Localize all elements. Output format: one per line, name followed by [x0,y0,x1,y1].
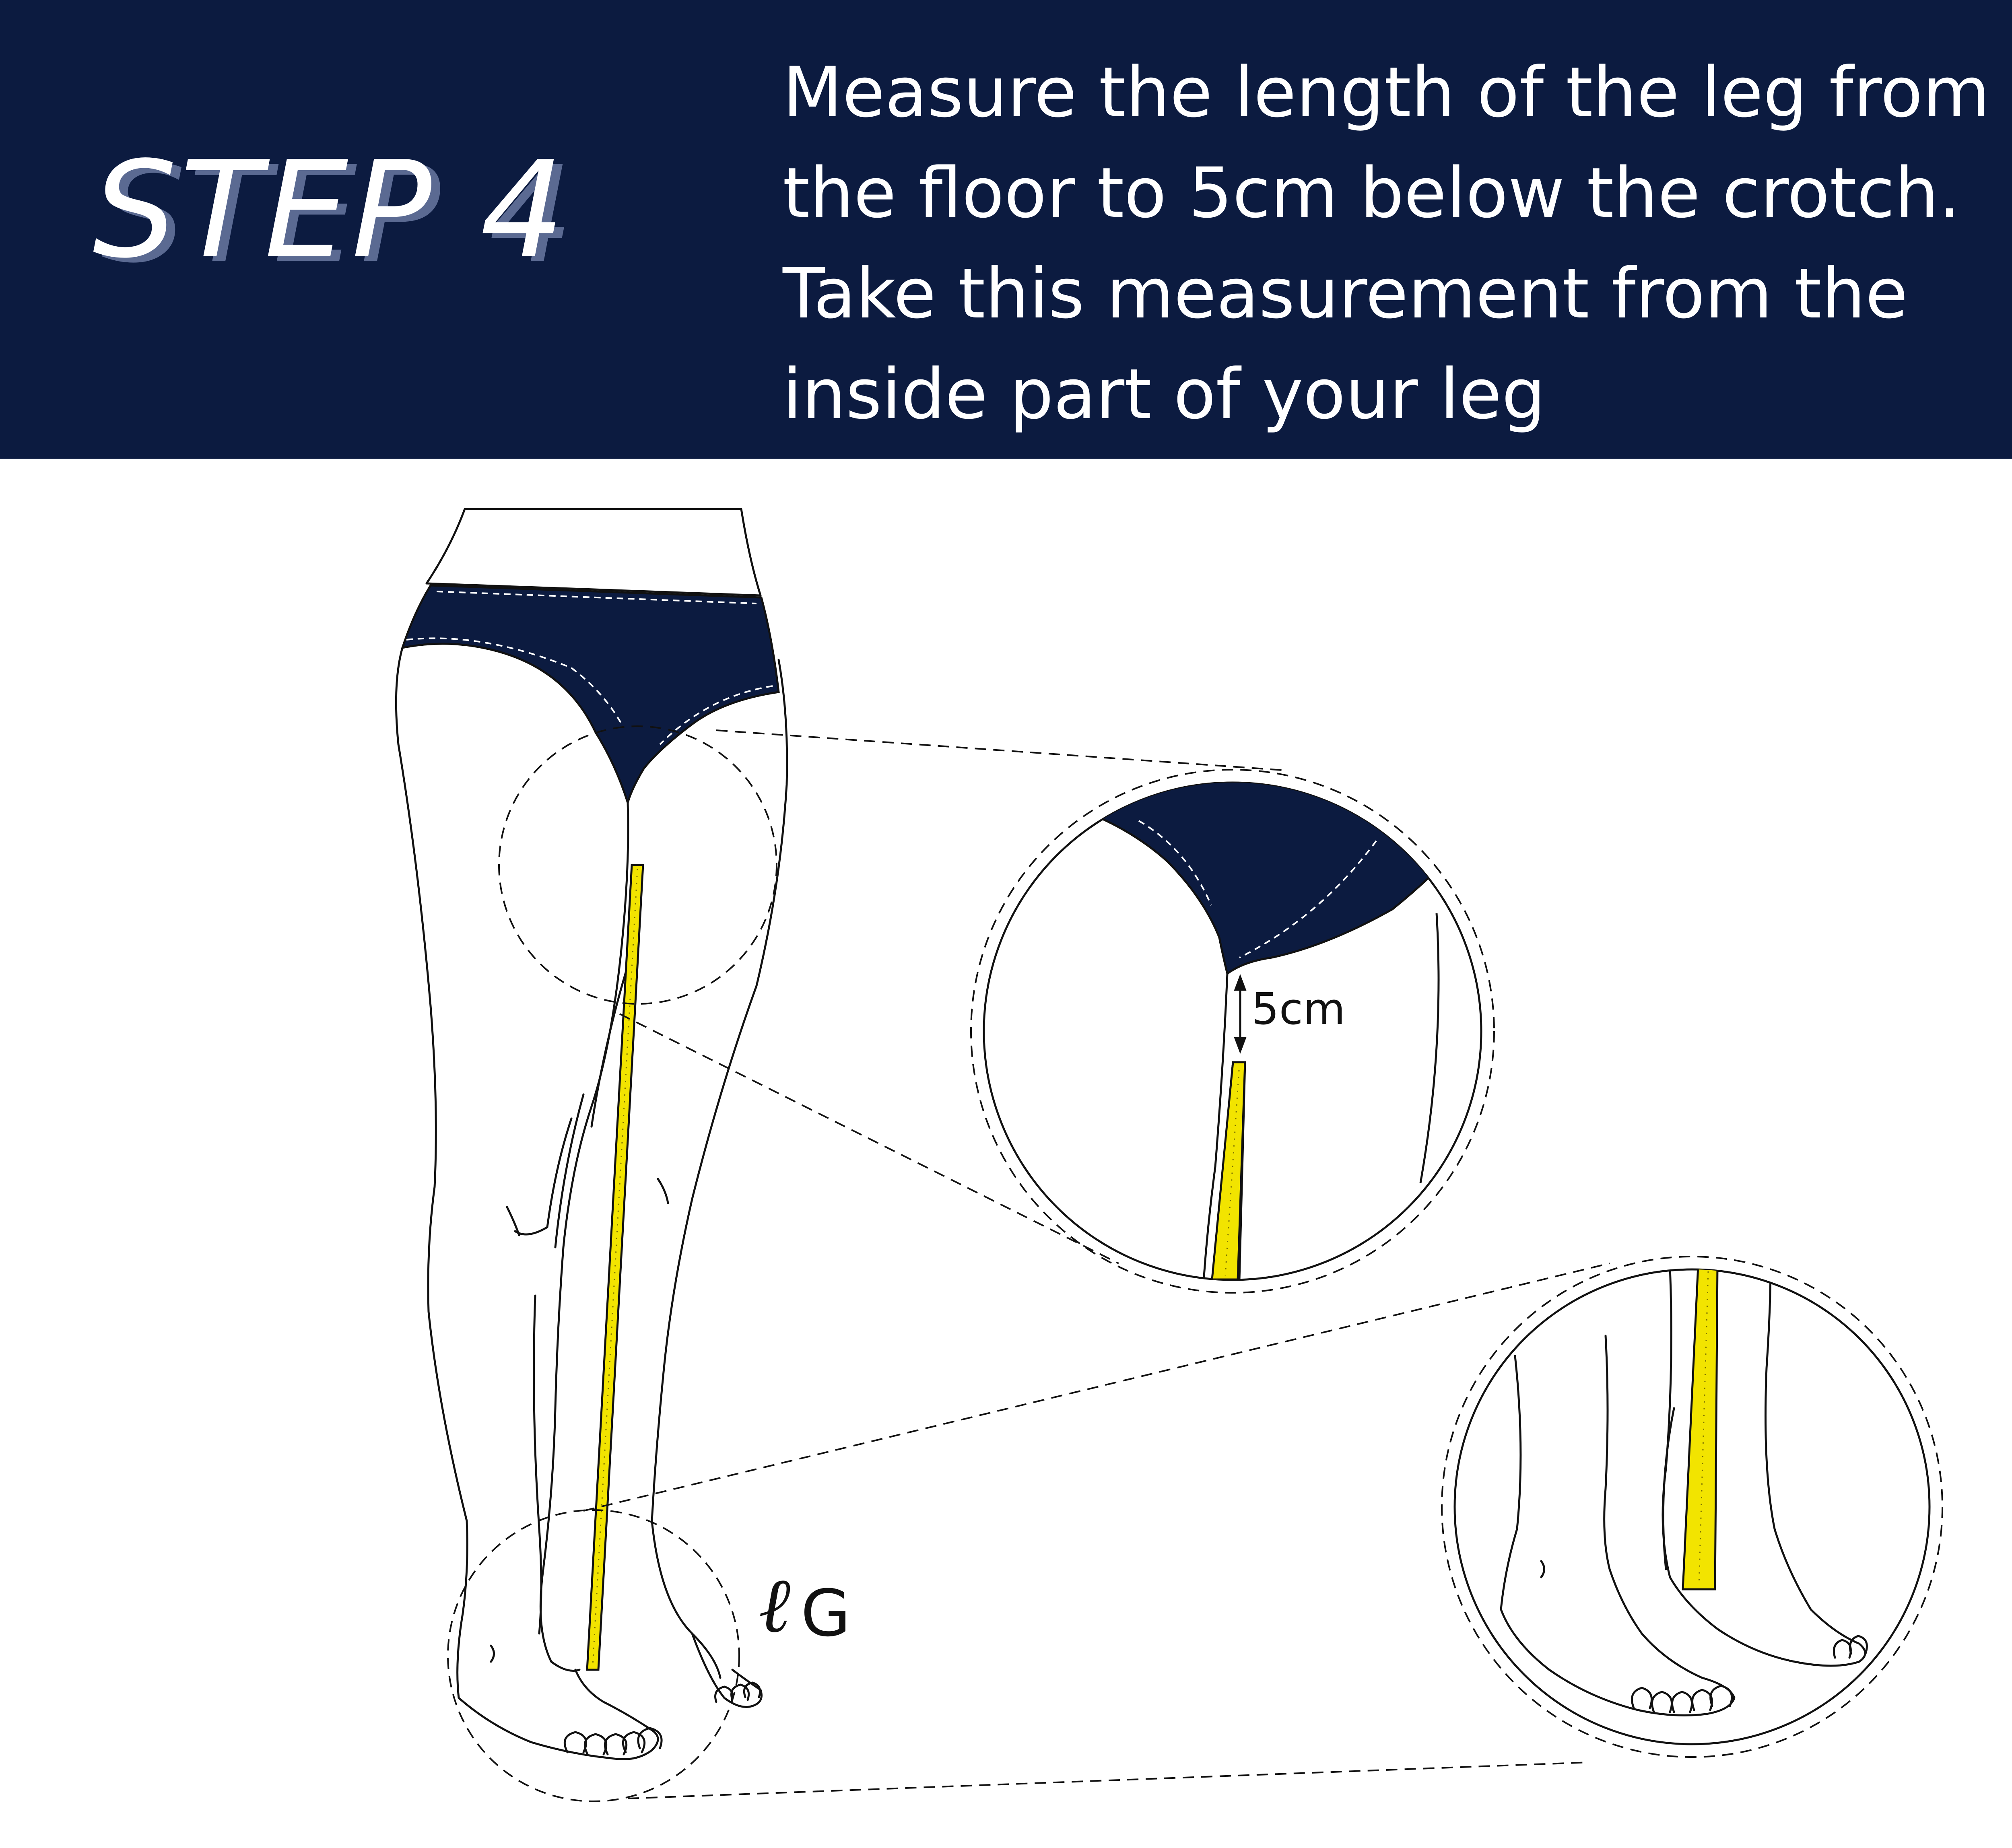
logo-script-l: ℓ [759,1561,790,1650]
instruction-line: Measure the length of the leg from [783,52,1990,133]
header-banner: STEP 4 Measure the length of the leg fro… [0,0,2012,459]
step-title: STEP 4 [93,133,568,287]
instruction-line: Take this measurement from the [783,253,1908,334]
brief [401,584,780,806]
gap-arrow [1234,974,1247,1054]
instructions-text: Measure the length of the leg from the f… [783,42,2012,445]
measuring-tape [586,864,644,1671]
logo-letter-g: G [801,1576,851,1651]
instruction-line: the floor to 5cm below the crotch. [783,152,1961,233]
instruction-line: inside part of your leg [783,354,1546,435]
gap-label: 5cm [1251,984,1345,1034]
zoom-circle-crotch [498,725,777,1005]
zoom-inset-crotch: 5cm [970,769,1495,1294]
zoom-inset-feet [1441,1256,1943,1758]
connector-lines [583,729,1610,1799]
zoom-circle-feet [447,1509,740,1802]
brand-logo: ℓ G [759,1561,851,1651]
figure-legs [395,508,788,1760]
